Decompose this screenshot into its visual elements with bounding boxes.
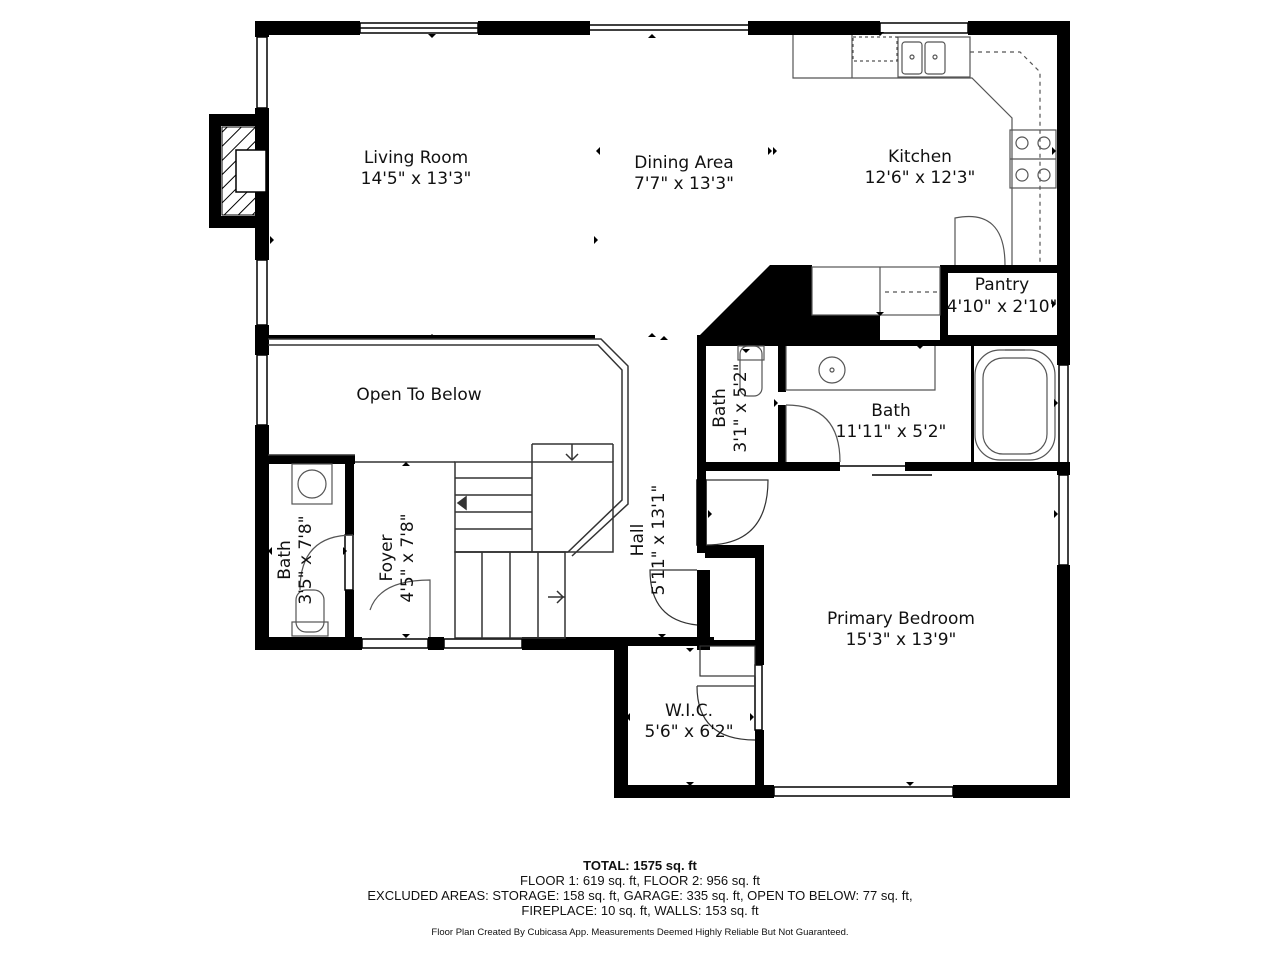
doors xyxy=(649,479,769,741)
primary-bedroom-dims: 15'3" x 13'9" xyxy=(846,630,957,650)
primary-bedroom-name: Primary Bedroom xyxy=(827,609,975,629)
hall-dims: 5'11" x 13'1" xyxy=(649,485,669,596)
small-bath-name: Bath xyxy=(710,388,730,428)
dining-area-name: Dining Area xyxy=(634,153,733,173)
total-area: TOTAL: 1575 sq. ft xyxy=(583,858,697,873)
kitchen-fixtures xyxy=(792,35,1057,316)
pantry-dims: 4'10" x 2'10" xyxy=(947,297,1058,317)
dimension-markers xyxy=(268,32,1058,786)
credit-line: Floor Plan Created By Cubicasa App. Meas… xyxy=(431,927,849,938)
small-bath-dims: 3'1" x 5'2" xyxy=(731,363,751,452)
windows xyxy=(256,22,1069,797)
foyer-name: Foyer xyxy=(377,534,397,581)
excluded-areas: EXCLUDED AREAS: STORAGE: 158 sq. ft, GAR… xyxy=(367,888,913,903)
walls xyxy=(209,21,1070,798)
foyer-dims: 4'5" x 7'8" xyxy=(398,513,418,602)
open-to-below-label: Open To Below xyxy=(356,385,481,405)
area-summary: TOTAL: 1575 sq. ft FLOOR 1: 619 sq. ft, … xyxy=(0,858,1280,918)
stairs xyxy=(268,338,629,639)
primary-bath-dims: 11'11" x 5'2" xyxy=(836,422,947,442)
wic-dims: 5'6" x 6'2" xyxy=(644,722,733,742)
kitchen-dims: 12'6" x 12'3" xyxy=(865,168,976,188)
kitchen-name: Kitchen xyxy=(888,147,952,167)
living-room-dims: 14'5" x 13'3" xyxy=(361,169,472,189)
hall-name: Hall xyxy=(628,524,648,557)
wic-name: W.I.C. xyxy=(665,701,713,721)
pantry-name: Pantry xyxy=(975,275,1029,295)
dining-area-dims: 7'7" x 13'3" xyxy=(634,174,734,194)
floor-areas: FLOOR 1: 619 sq. ft, FLOOR 2: 956 sq. ft xyxy=(520,873,760,888)
fireplace-firebox xyxy=(235,149,267,193)
half-bath-dims: 3'5" x 7'8" xyxy=(296,515,316,604)
primary-bath-name: Bath xyxy=(871,401,911,421)
excluded-areas-continued: FIREPLACE: 10 sq. ft, WALLS: 153 sq. ft xyxy=(521,903,759,918)
bath-fixtures xyxy=(291,345,1056,637)
half-bath-name: Bath xyxy=(275,540,295,580)
living-room-name: Living Room xyxy=(364,148,468,168)
room-labels: Living Room 14'5" x 13'3" Dining Area 7'… xyxy=(275,147,1057,742)
